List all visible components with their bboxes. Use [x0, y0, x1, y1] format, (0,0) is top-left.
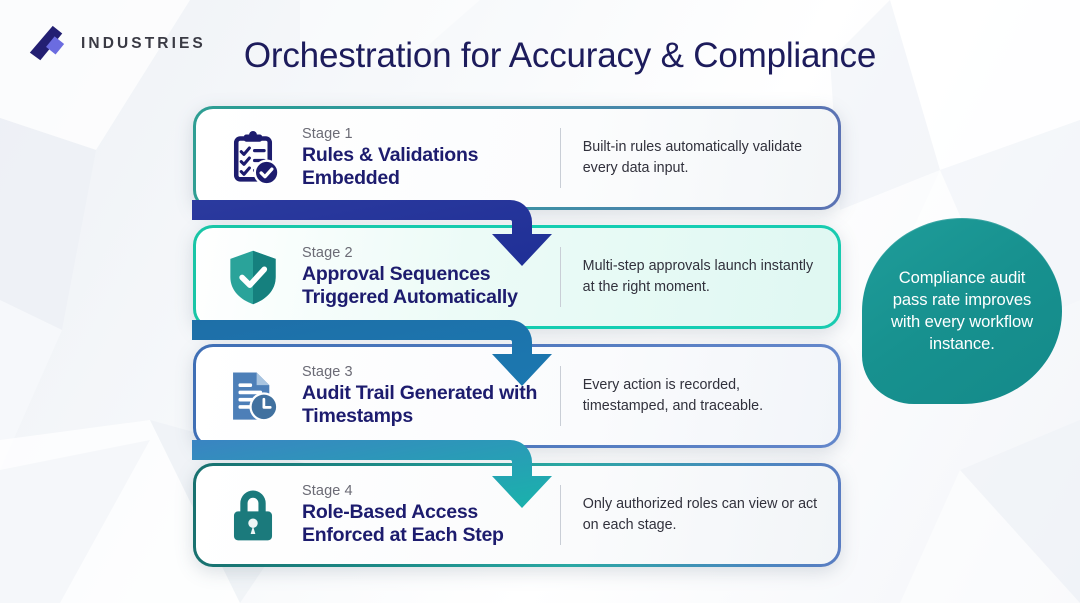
brand-logo: INDUSTRIES: [26, 24, 206, 64]
page-title: Orchestration for Accuracy & Compliance: [243, 36, 877, 75]
stage-title: Role-Based Access Enforced at Each Step: [302, 501, 504, 546]
padlock-icon: [216, 478, 290, 552]
clipboard-checklist-icon: [216, 121, 290, 195]
stage-label: Stage 4: [302, 483, 353, 499]
stage-description: Every action is recorded, timestamped, a…: [582, 377, 764, 414]
stage-label: Stage 3: [302, 364, 353, 380]
stage-text-1: Stage 1 Rules & Validations Embedded: [290, 126, 560, 190]
callout-body: Compliance audit pass rate improves with…: [862, 218, 1062, 404]
stage-text-3: Stage 3 Audit Trail Generated with Times…: [290, 364, 560, 428]
callout-bubble: Compliance audit pass rate improves with…: [846, 202, 1078, 420]
shield-check-icon: [216, 240, 290, 314]
text-divider: [560, 247, 561, 307]
stage-text-2: Stage 2 Approval Sequences Triggered Aut…: [290, 245, 560, 309]
brand-name: INDUSTRIES: [81, 35, 206, 52]
stage-description: Built-in rules automatically validate ev…: [582, 139, 803, 176]
stage-label: Stage 1: [302, 126, 353, 142]
text-divider: [560, 485, 561, 545]
stage-card-2[interactable]: Stage 2 Approval Sequences Triggered Aut…: [193, 225, 841, 329]
stage-label: Stage 2: [302, 245, 353, 261]
stage-title: Rules & Validations Embedded: [302, 144, 479, 189]
stage-title: Approval Sequences Triggered Automatical…: [302, 263, 518, 308]
stage-card-1[interactable]: Stage 1 Rules & Validations Embedded Bui…: [193, 106, 841, 210]
stage-card-4[interactable]: Stage 4 Role-Based Access Enforced at Ea…: [193, 463, 841, 567]
stage-description: Only authorized roles can view or act on…: [582, 496, 818, 533]
text-divider: [560, 366, 561, 426]
text-divider: [560, 128, 561, 188]
stage-description: Multi-step approvals launch instantly at…: [582, 258, 814, 295]
stage-text-4: Stage 4 Role-Based Access Enforced at Ea…: [290, 483, 560, 547]
stage-title: Audit Trail Generated with Timestamps: [302, 382, 538, 427]
stage-list: Stage 1 Rules & Validations Embedded Bui…: [193, 106, 841, 582]
logo-diamond-slash-icon: [29, 25, 65, 61]
callout-text: Compliance audit pass rate improves with…: [891, 267, 1033, 354]
stage-card-3[interactable]: Stage 3 Audit Trail Generated with Times…: [193, 344, 841, 448]
document-clock-icon: [216, 359, 290, 433]
